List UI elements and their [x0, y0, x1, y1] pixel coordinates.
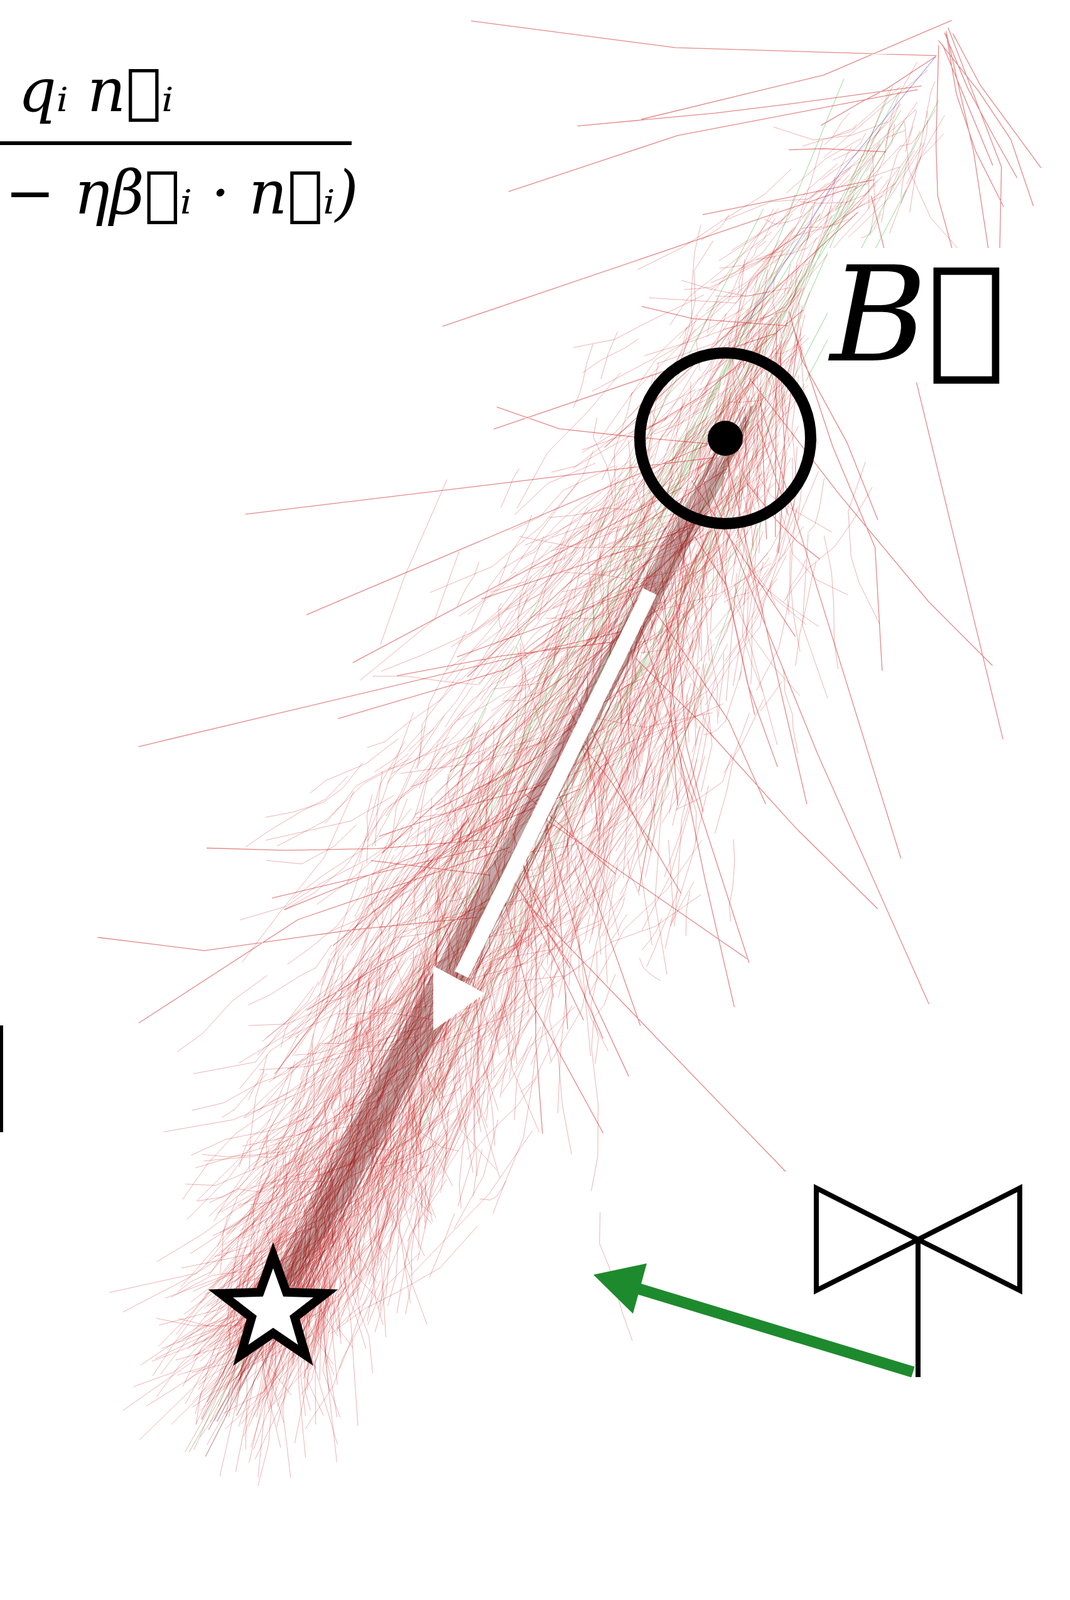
antenna-right-wing	[918, 1188, 1020, 1291]
axis-arrow-head	[433, 965, 485, 1031]
field-label: B⃗	[827, 248, 1009, 383]
antenna-symbol	[816, 1188, 1020, 1378]
field-circle	[639, 352, 811, 524]
green-arrow-head	[593, 1263, 647, 1314]
formula-numerator: qᵢ n⃗ᵢ	[15, 59, 176, 122]
field-dot	[707, 420, 743, 456]
star-symbol	[220, 1255, 326, 1356]
bracket-fragment	[0, 1025, 4, 1133]
axis-arrow-shaft	[461, 591, 650, 975]
green-arrow-shaft	[635, 1287, 914, 1373]
fraction-bar	[0, 141, 352, 146]
antenna-stem	[915, 1239, 921, 1378]
antenna-left-wing	[816, 1188, 919, 1291]
particle-tracks	[97, 20, 1042, 1486]
formula-denominator: − ηβ⃗ᵢ · n⃗ᵢ)	[2, 162, 362, 225]
